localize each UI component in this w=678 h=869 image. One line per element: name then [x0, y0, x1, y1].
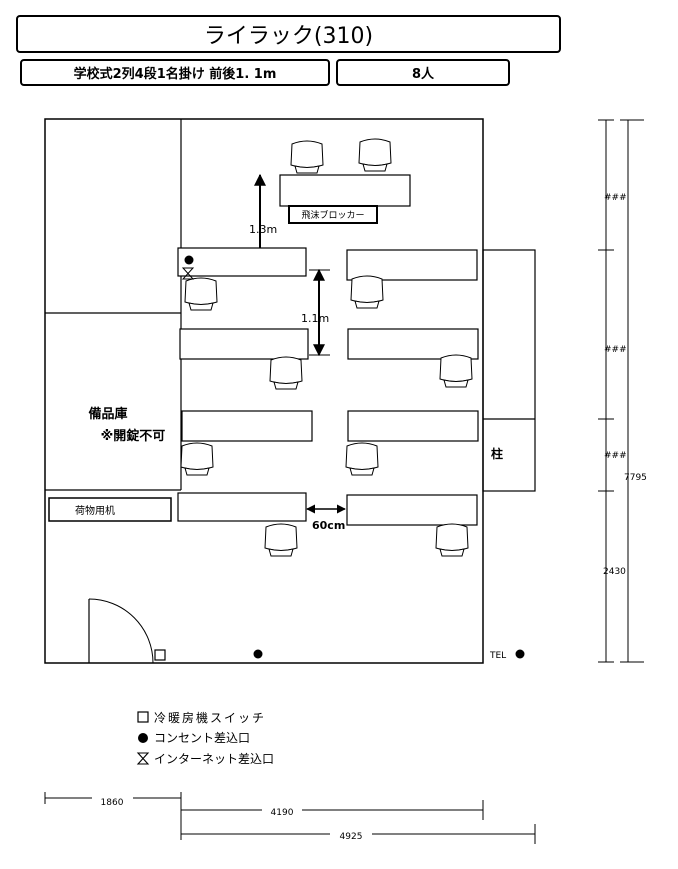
dim-right-1: ###	[604, 193, 627, 203]
dim-bottom-2: 4190	[271, 808, 294, 818]
dim-right-total: 7795	[624, 473, 647, 483]
capacity-box: 8人	[336, 59, 510, 86]
storage-note: ※開錠不可	[101, 428, 166, 444]
student-desk-6	[347, 410, 479, 442]
outlet-icon	[253, 649, 263, 659]
door-swing	[88, 598, 154, 664]
legend-lan-icon	[136, 752, 150, 765]
chair-icon	[290, 140, 324, 174]
chair-icon	[435, 523, 469, 557]
chair-icon	[184, 277, 218, 311]
outlet-icon	[515, 649, 525, 659]
student-desk-1	[177, 247, 307, 277]
outlet-icon	[184, 255, 194, 265]
dim-bottom-1: 1860	[101, 798, 124, 808]
legend-outlet-icon	[138, 733, 148, 743]
room-title: ライラック(310)	[203, 24, 374, 49]
dim-bottom-3: 4925	[340, 832, 363, 842]
student-desk-4	[347, 328, 479, 360]
chair-icon	[269, 356, 303, 390]
chair-icon	[439, 354, 473, 388]
capacity: 8人	[411, 67, 435, 82]
chair-icon	[358, 138, 392, 172]
student-desk-7	[177, 492, 307, 522]
legend-outlet-label: コンセント差込口	[154, 731, 250, 745]
room-outline	[44, 118, 484, 664]
teacher-desk	[279, 174, 411, 207]
dim-right-4: 2430	[603, 567, 626, 577]
legend-lan-label: インターネット差込口	[154, 752, 274, 766]
room-title-box: ライラック(310)	[16, 15, 561, 53]
dim-right-3: ###	[604, 451, 627, 461]
legend-switch-label: 冷暖房機スイッチ	[154, 710, 266, 725]
student-desk-8	[346, 494, 478, 526]
gap-front-label: 1.3m	[249, 223, 277, 236]
gap-aisle-label: 60cm	[312, 519, 345, 532]
cargo-desk-label: 荷物用机	[75, 504, 115, 517]
splash-blocker	[288, 205, 378, 224]
chair-icon	[350, 275, 384, 309]
storage-label: 備品庫	[88, 406, 127, 422]
cargo-desk	[48, 497, 172, 522]
dim-right-2: ###	[604, 345, 627, 355]
gap-rows-label: 1.1m	[301, 312, 329, 325]
layout-description: 学校式2列4段1名掛け 前後1. 1m	[73, 67, 277, 82]
ac-switch-icon	[154, 649, 166, 661]
chair-icon	[345, 442, 379, 476]
lan-port-icon	[181, 267, 195, 280]
splash-blocker-label: 飛沫ブロッカー	[301, 209, 364, 221]
pillar-label: 柱	[491, 446, 503, 461]
student-desk-5	[181, 410, 313, 442]
layout-description-box: 学校式2列4段1名掛け 前後1. 1m	[20, 59, 330, 86]
tel-label: TEL	[489, 651, 506, 661]
chair-icon	[264, 523, 298, 557]
student-desk-3	[179, 328, 309, 360]
student-desk-2	[346, 249, 478, 281]
legend-switch-icon	[137, 711, 149, 723]
chair-icon	[180, 442, 214, 476]
